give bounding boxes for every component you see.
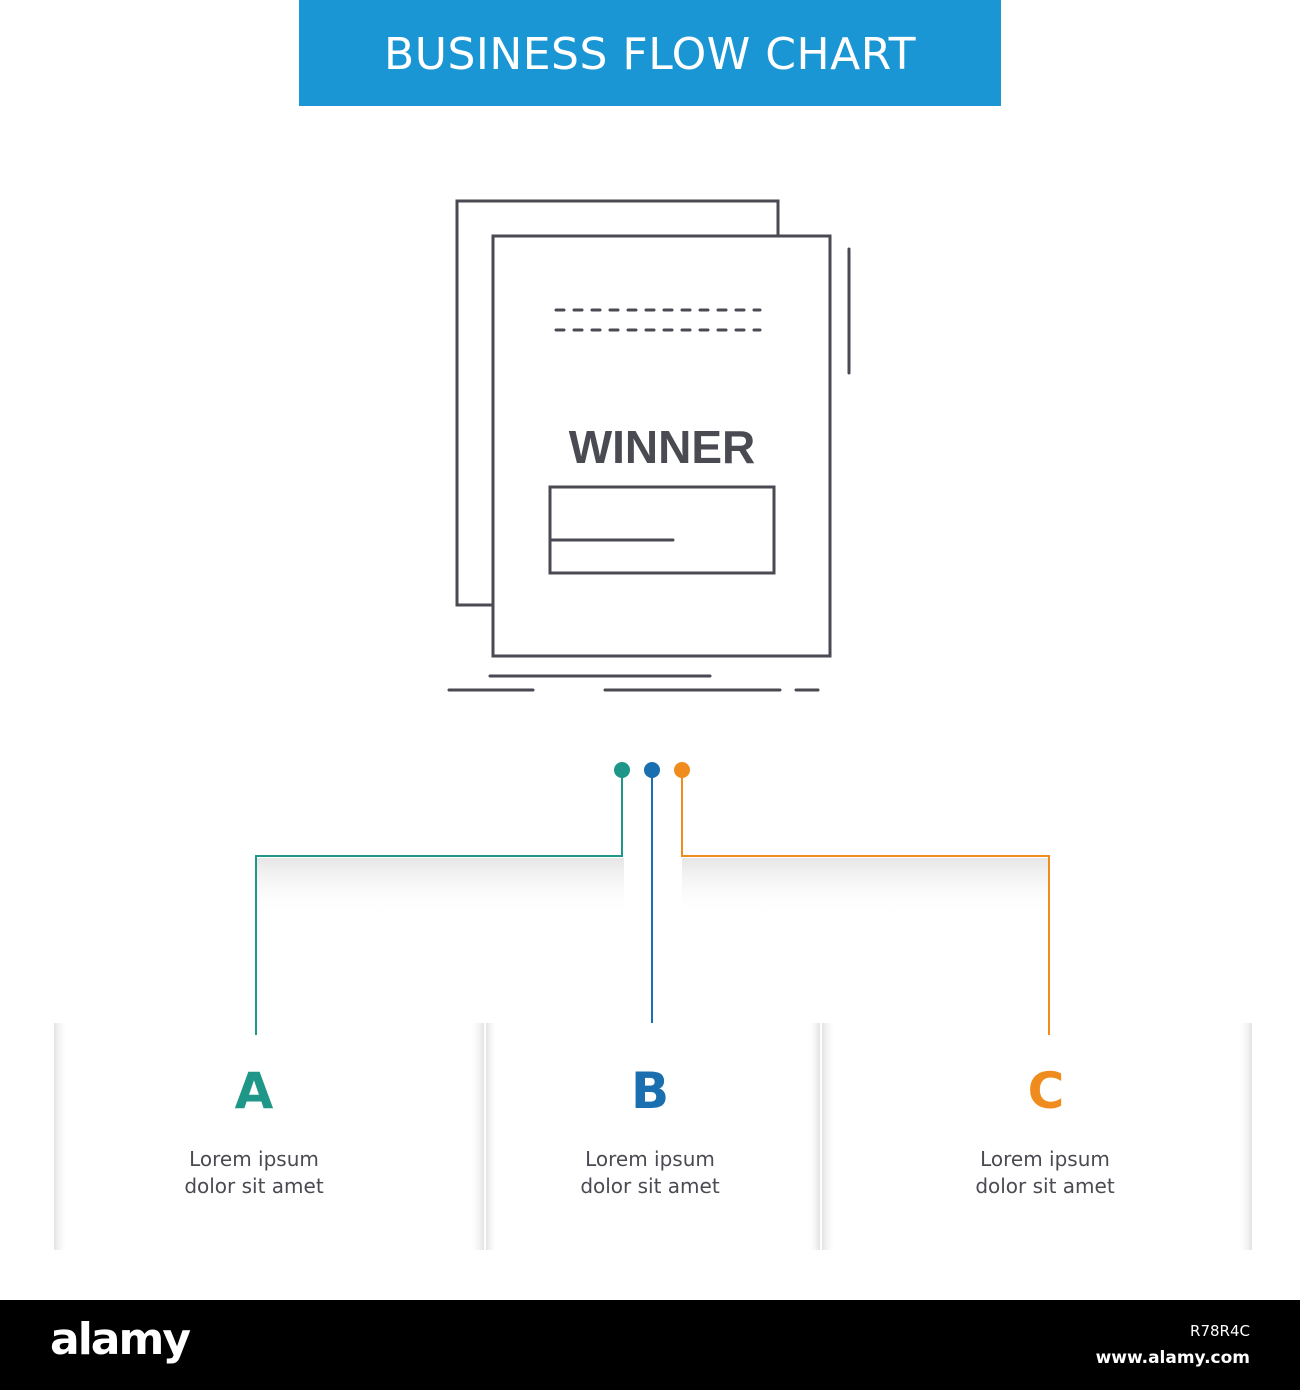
footer-url[interactable]: www.alamy.com <box>1095 1348 1250 1368</box>
image-id: R78R4C <box>1190 1322 1250 1340</box>
front-sheet <box>491 234 832 658</box>
connector-b-dot <box>644 762 660 778</box>
branch-b-text: Lorem ipsum dolor sit amet <box>520 1146 780 1200</box>
footer-bar <box>0 1300 1300 1390</box>
branch-c-text: Lorem ipsum dolor sit amet <box>915 1146 1175 1200</box>
back-sheet <box>455 199 780 607</box>
branch-b-line1: Lorem ipsum <box>585 1147 715 1171</box>
branch-a-line2: dolor sit amet <box>184 1174 324 1198</box>
branch-a-letter: A <box>234 1062 274 1120</box>
branch-c-letter: C <box>1027 1062 1065 1120</box>
connector-a-dot <box>614 762 630 778</box>
connector-c <box>681 770 1050 1035</box>
branch-c-line1: Lorem ipsum <box>980 1147 1110 1171</box>
branch-c-line2: dolor sit amet <box>975 1174 1115 1198</box>
flow-diagram: WINNER <box>54 199 1252 1250</box>
card-edges <box>54 1023 1252 1250</box>
branch-a-line1: Lorem ipsum <box>189 1147 319 1171</box>
page-title: BUSINESS FLOW CHART <box>384 29 916 80</box>
branch-b-letter: B <box>630 1062 670 1120</box>
winner-certificate-icon <box>447 199 851 692</box>
name-box <box>548 485 776 575</box>
connector-c-dot <box>674 762 690 778</box>
connector-a <box>255 770 623 1035</box>
branch-b-line2: dolor sit amet <box>580 1174 720 1198</box>
branch-a-text: Lorem ipsum dolor sit amet <box>124 1146 384 1200</box>
title-banner: BUSINESS FLOW CHART <box>299 0 1001 106</box>
winner-label: WINNER <box>569 421 756 473</box>
footer-logo: alamy <box>50 1314 191 1365</box>
